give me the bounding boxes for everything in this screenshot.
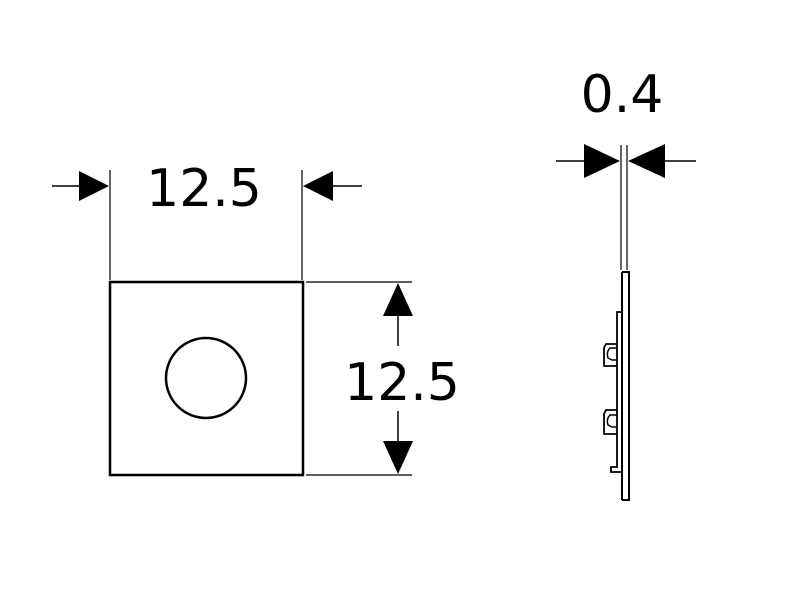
height-dimension: 12.5 [306, 281, 460, 476]
width-arrow-left [79, 171, 109, 201]
height-arrow-top [383, 283, 413, 316]
mounting-frame [610, 311, 622, 473]
upper-clip-body [603, 343, 617, 367]
lower-clip-body [603, 409, 617, 435]
lower-clip [603, 409, 617, 435]
plate-outline [108, 280, 305, 477]
front-view [108, 280, 305, 477]
button-circle [164, 336, 248, 420]
width-arrow-right [303, 171, 333, 201]
thickness-arrow-left [584, 144, 620, 178]
plate-profile [622, 271, 630, 501]
width-label: 12.5 [146, 159, 262, 219]
side-view: 0.4 [556, 65, 696, 501]
thickness-arrow-right [628, 144, 665, 178]
upper-clip [603, 343, 617, 367]
thickness-label: 0.4 [581, 65, 664, 125]
width-dimension: 12.5 [52, 159, 362, 280]
upper-clip-hook [606, 347, 617, 361]
height-label: 12.5 [344, 353, 460, 413]
height-arrow-bottom [383, 441, 413, 474]
lower-clip-hook [606, 414, 617, 428]
